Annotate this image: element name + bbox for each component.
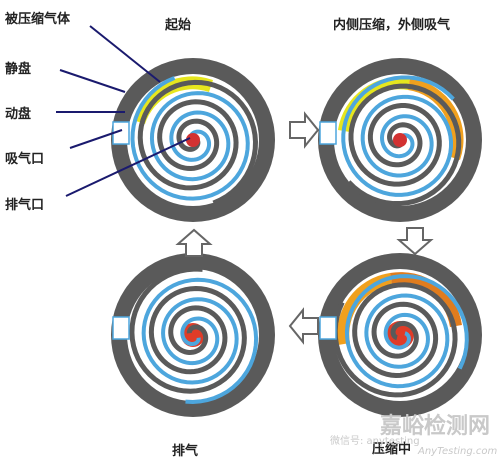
label-compressed-gas: 被压缩气体 xyxy=(5,12,71,27)
orbiting-scroll xyxy=(130,76,250,201)
fixed-scroll-wrap xyxy=(346,83,462,207)
watermark-brand: 嘉峪检测网 xyxy=(380,414,491,439)
suction-port xyxy=(112,316,130,340)
stage-title-discharge: 排气 xyxy=(172,444,199,459)
compressed-gas-region-yellow xyxy=(133,76,213,124)
suction-port xyxy=(319,121,337,145)
stage-title-compressing: 压缩中 xyxy=(372,442,412,457)
orbiting-scroll-wrap xyxy=(344,274,469,389)
stage-title-inner-compress-outer-suction: 内侧压缩，外侧吸气 xyxy=(333,18,451,33)
fixed-scroll xyxy=(137,79,259,206)
leader-suction-port xyxy=(69,129,123,149)
fixed-scroll-wrap xyxy=(137,79,259,206)
fixed-scroll-wrap xyxy=(129,266,247,394)
leader-lines xyxy=(56,25,191,197)
discharge-port xyxy=(393,133,407,147)
watermark-wechat: 微信号: anytesting xyxy=(330,436,420,447)
stage-title-start: 起始 xyxy=(165,18,192,33)
orbiting-scroll-wrap xyxy=(130,76,250,201)
leader-fixed-scroll xyxy=(59,69,126,93)
arrow-right xyxy=(289,111,320,149)
arrow-left xyxy=(288,307,319,345)
suction-port xyxy=(319,316,337,340)
label-suction-port: 吸气口 xyxy=(5,152,45,167)
stage-start xyxy=(111,58,275,222)
stage-discharge xyxy=(111,253,275,417)
fixed-scroll-wrap xyxy=(332,282,458,398)
fixed-scroll xyxy=(346,83,462,207)
discharge-port xyxy=(186,133,200,147)
label-orbiting-scroll: 动盘 xyxy=(5,107,32,122)
orbiting-scroll xyxy=(344,274,469,389)
orbiting-scroll-wrap xyxy=(141,277,259,404)
orbiting-scroll xyxy=(341,75,455,197)
label-fixed-scroll: 静盘 xyxy=(5,62,32,77)
leader-compressed-gas xyxy=(89,25,161,83)
watermark-site: AnyTesting.com xyxy=(418,446,498,457)
flow-arrows xyxy=(175,111,434,345)
label-discharge-port: 排气口 xyxy=(5,198,45,213)
fixed-scroll xyxy=(129,266,247,394)
fixed-scroll xyxy=(332,282,458,398)
stage-inner-compress-outer-suction xyxy=(318,58,482,222)
leader-discharge-port xyxy=(65,137,191,197)
orbiting-scroll-wrap xyxy=(341,75,455,197)
arrow-up xyxy=(175,228,213,257)
orbiting-scroll xyxy=(141,277,259,404)
arrow-down xyxy=(396,227,434,256)
stage-compressing xyxy=(318,253,482,417)
